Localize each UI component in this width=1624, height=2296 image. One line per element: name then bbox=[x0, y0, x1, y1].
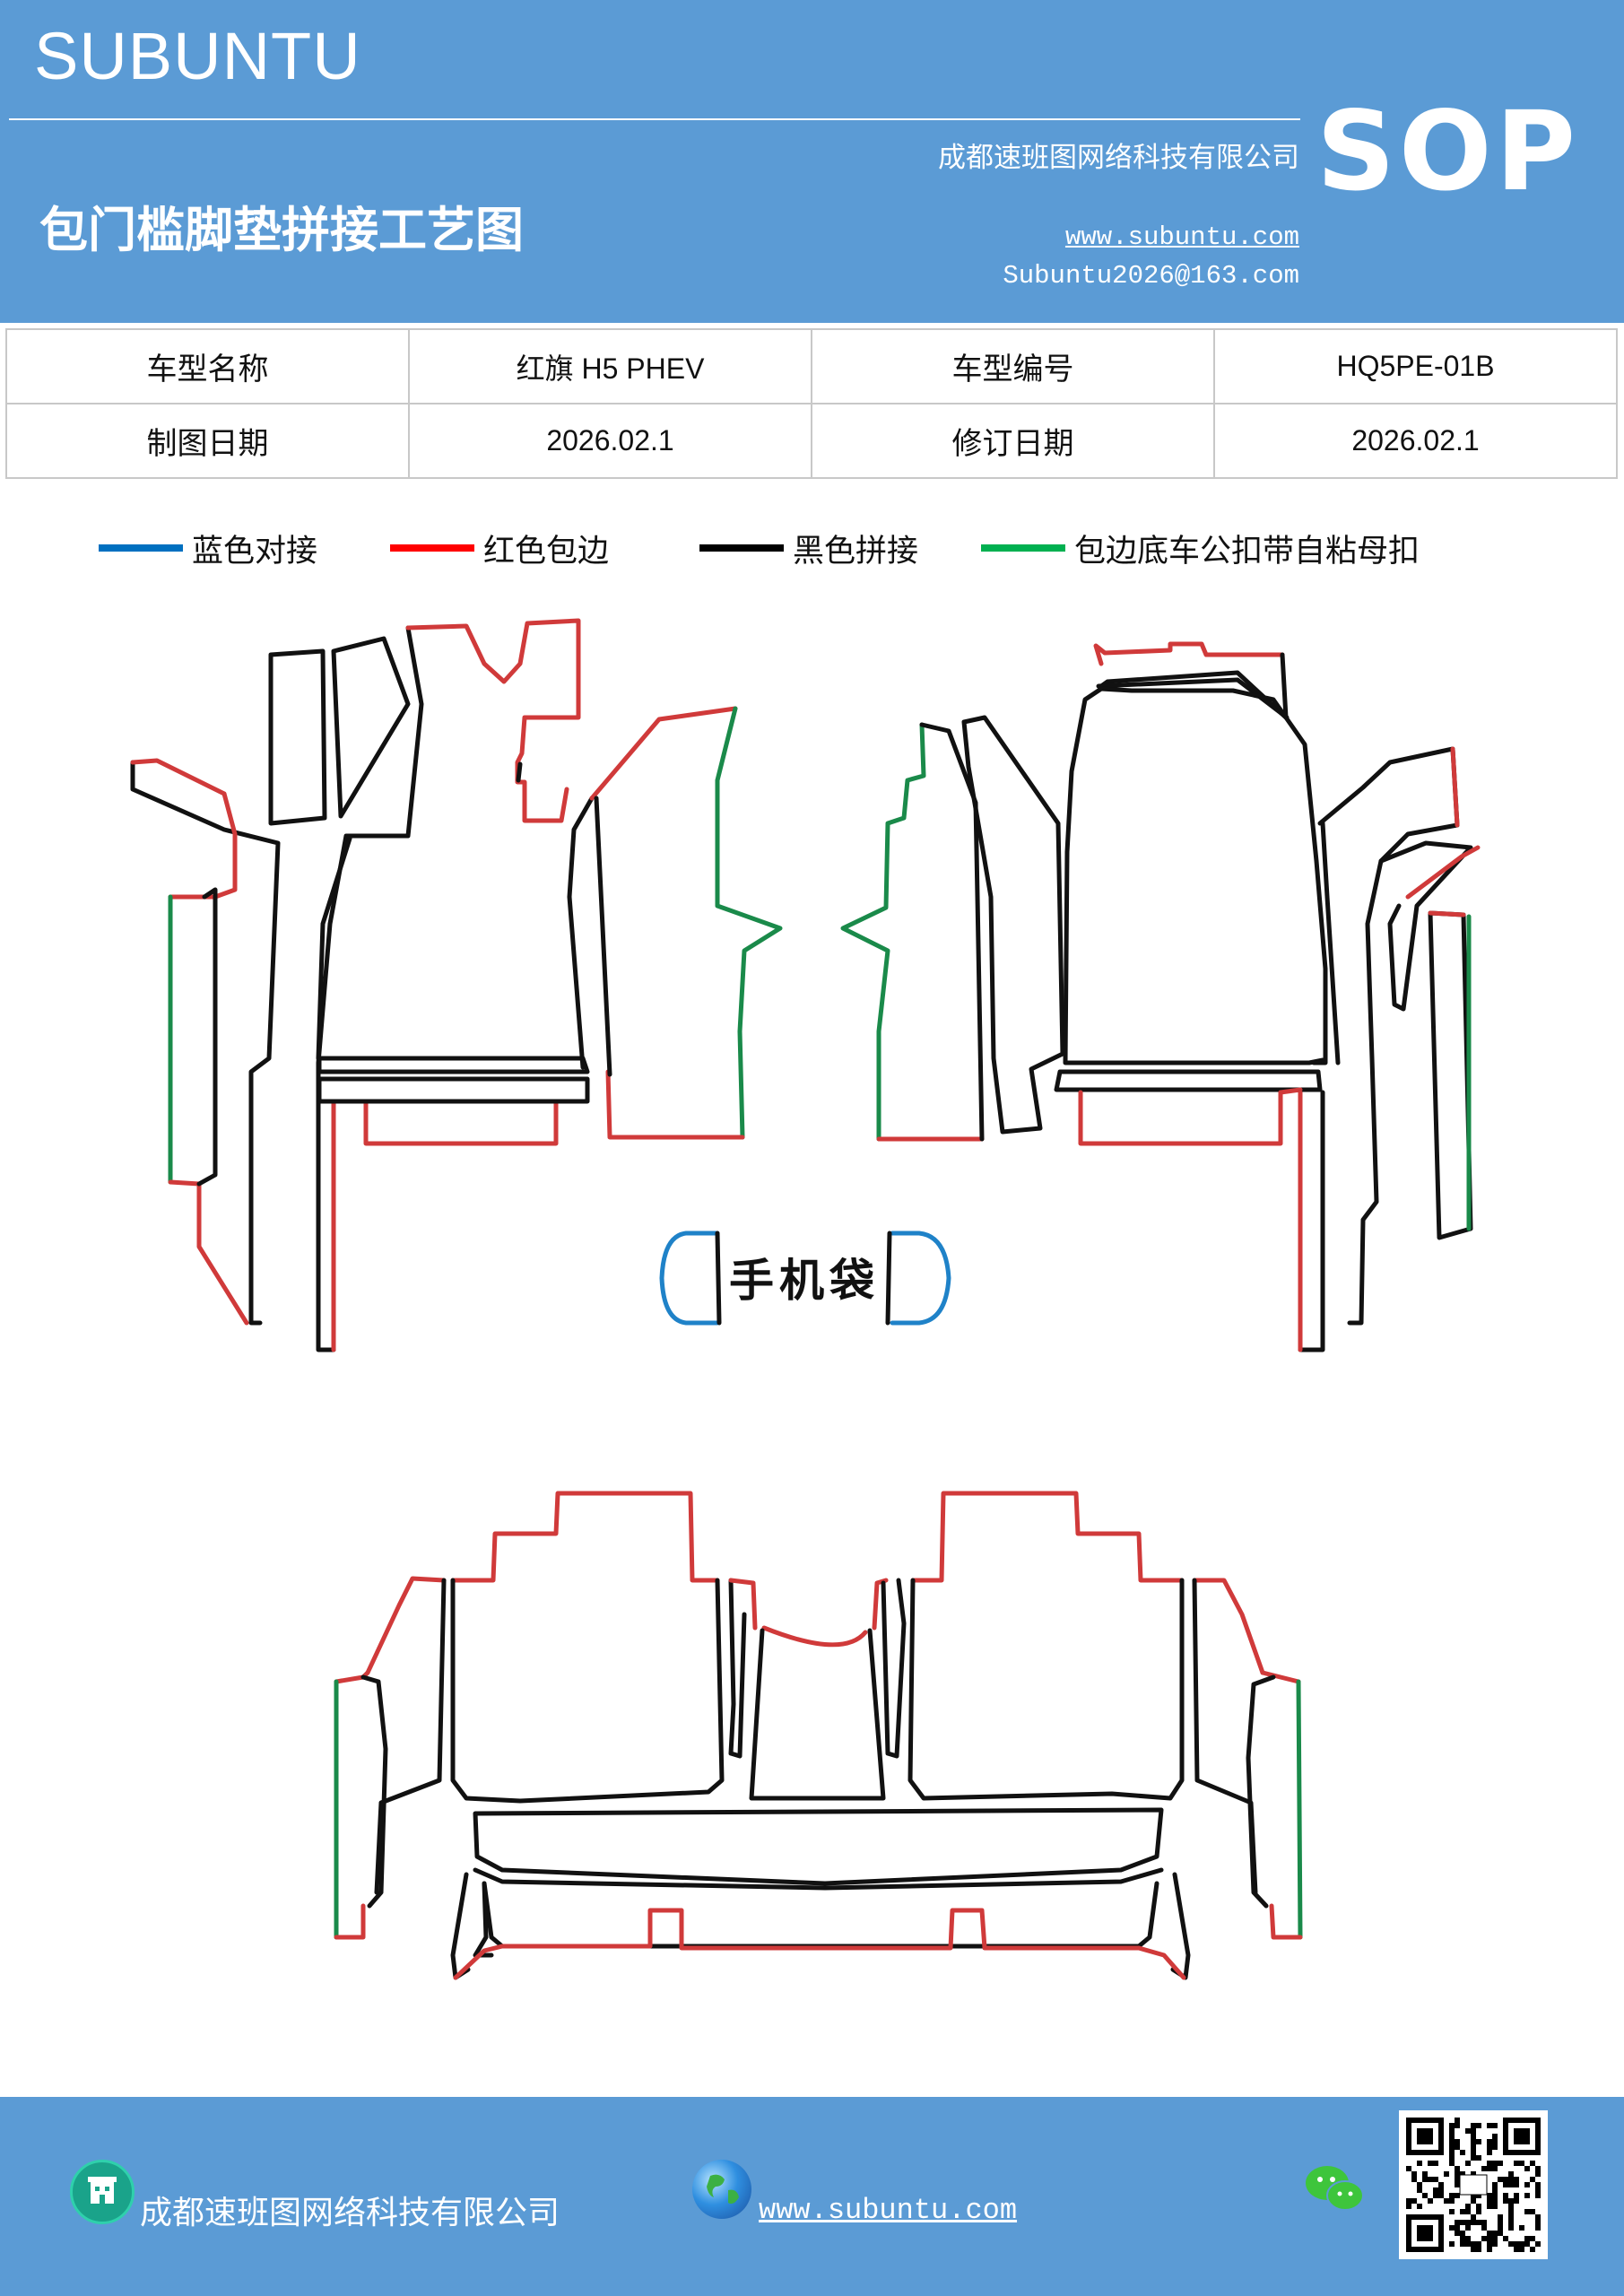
qr-code-image bbox=[1399, 2110, 1548, 2259]
page-title: 包门槛脚垫拼接工艺图 bbox=[39, 201, 524, 258]
header-company: 成都速班图网络科技有限公司 bbox=[938, 142, 1299, 174]
legend-item-blue: 蓝色对接 bbox=[99, 526, 317, 570]
sop-badge: SOP bbox=[1316, 88, 1579, 215]
table-cell: 2026.02.1 bbox=[1213, 403, 1618, 479]
table-cell: 红旗 H5 PHEV bbox=[408, 328, 812, 404]
front-left-mats bbox=[130, 618, 783, 1352]
front-right-mats bbox=[840, 641, 1481, 1352]
phone-pocket-label: 手机袋 bbox=[729, 1255, 880, 1307]
footer-website-link[interactable]: www.subuntu.com bbox=[759, 2194, 1018, 2227]
legend-label: 包边底车公扣带自粘母扣 bbox=[1074, 533, 1420, 570]
legend-item-green: 包边底车公扣带自粘母扣 bbox=[981, 526, 1420, 570]
legend-swatch-blue bbox=[99, 544, 183, 552]
table-cell: 车型编号 bbox=[811, 328, 1215, 404]
rear-mats bbox=[334, 1491, 1303, 1980]
footer-company: 成都速班图网络科技有限公司 bbox=[140, 2195, 560, 2231]
header-banner: SUBUNTU 成都速班图网络科技有限公司 包门槛脚垫拼接工艺图 www.sub… bbox=[0, 0, 1624, 323]
table-cell: 车型名称 bbox=[5, 328, 410, 404]
wechat-icon[interactable] bbox=[1302, 2161, 1367, 2217]
legend-swatch-red bbox=[390, 544, 474, 552]
table-cell: 制图日期 bbox=[5, 403, 410, 479]
header-email: Subuntu2026@163.com bbox=[1003, 261, 1299, 291]
legend-swatch-green bbox=[981, 544, 1065, 552]
table-cell: 2026.02.1 bbox=[408, 403, 812, 479]
table-row: 车型名称 红旗 H5 PHEV 车型编号 HQ5PE-01B bbox=[5, 328, 1618, 404]
table-cell: HQ5PE-01B bbox=[1213, 328, 1618, 404]
table-row: 制图日期 2026.02.1 修订日期 2026.02.1 bbox=[5, 403, 1618, 479]
table-cell: 修订日期 bbox=[811, 403, 1215, 479]
footer-banner: 成都速班图网络科技有限公司 www.subuntu.com bbox=[0, 2097, 1624, 2296]
vehicle-info-table: 车型名称 红旗 H5 PHEV 车型编号 HQ5PE-01B 制图日期 2026… bbox=[5, 328, 1618, 479]
legend-item-red: 红色包边 bbox=[390, 526, 609, 570]
legend-label: 蓝色对接 bbox=[192, 533, 318, 570]
building-icon bbox=[70, 2160, 135, 2224]
legend-item-black: 黑色拼接 bbox=[699, 526, 918, 570]
legend-label: 黑色拼接 bbox=[793, 533, 919, 570]
legend-label: 红色包边 bbox=[483, 533, 610, 570]
brand-logo-text: SUBUNTU bbox=[34, 19, 361, 93]
phone-pocket bbox=[659, 1231, 951, 1326]
legend-swatch-black bbox=[699, 544, 784, 552]
globe-icon bbox=[692, 2160, 751, 2219]
header-website-link[interactable]: www.subuntu.com bbox=[1064, 222, 1299, 252]
header-divider bbox=[9, 118, 1300, 120]
